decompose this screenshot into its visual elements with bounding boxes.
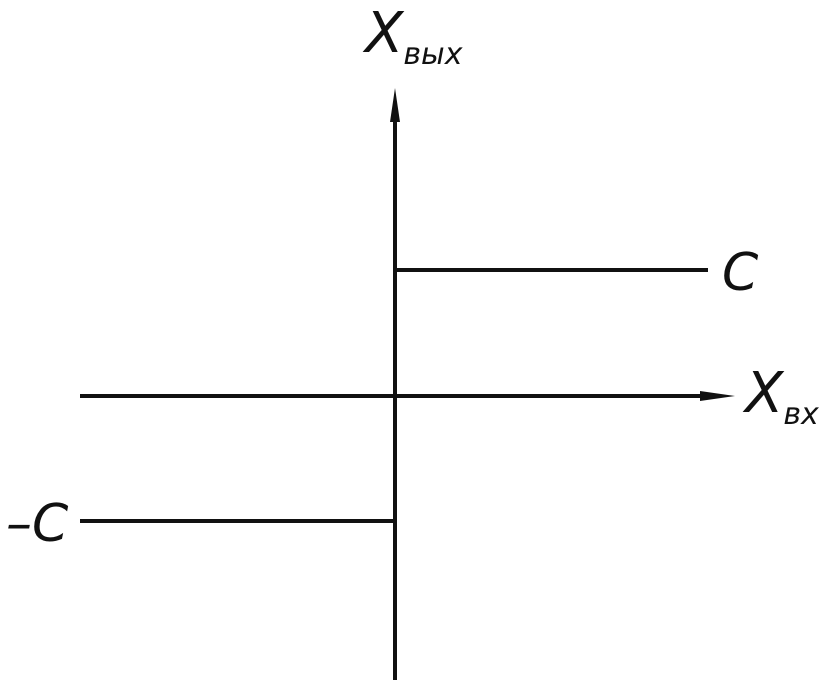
x-axis-arrowhead <box>700 391 735 401</box>
y-axis-label: Xвых <box>362 1 463 72</box>
y-axis-subscript: вых <box>403 37 462 72</box>
x-axis-label: Xвх <box>742 361 819 432</box>
x-axis-symbol: X <box>742 361 785 426</box>
x-axis-subscript: вх <box>783 397 819 432</box>
lower-level-label: –C <box>6 494 69 554</box>
y-axis-arrowhead <box>390 88 400 122</box>
y-axis-symbol: X <box>362 1 405 66</box>
upper-level-label: C <box>722 243 759 303</box>
